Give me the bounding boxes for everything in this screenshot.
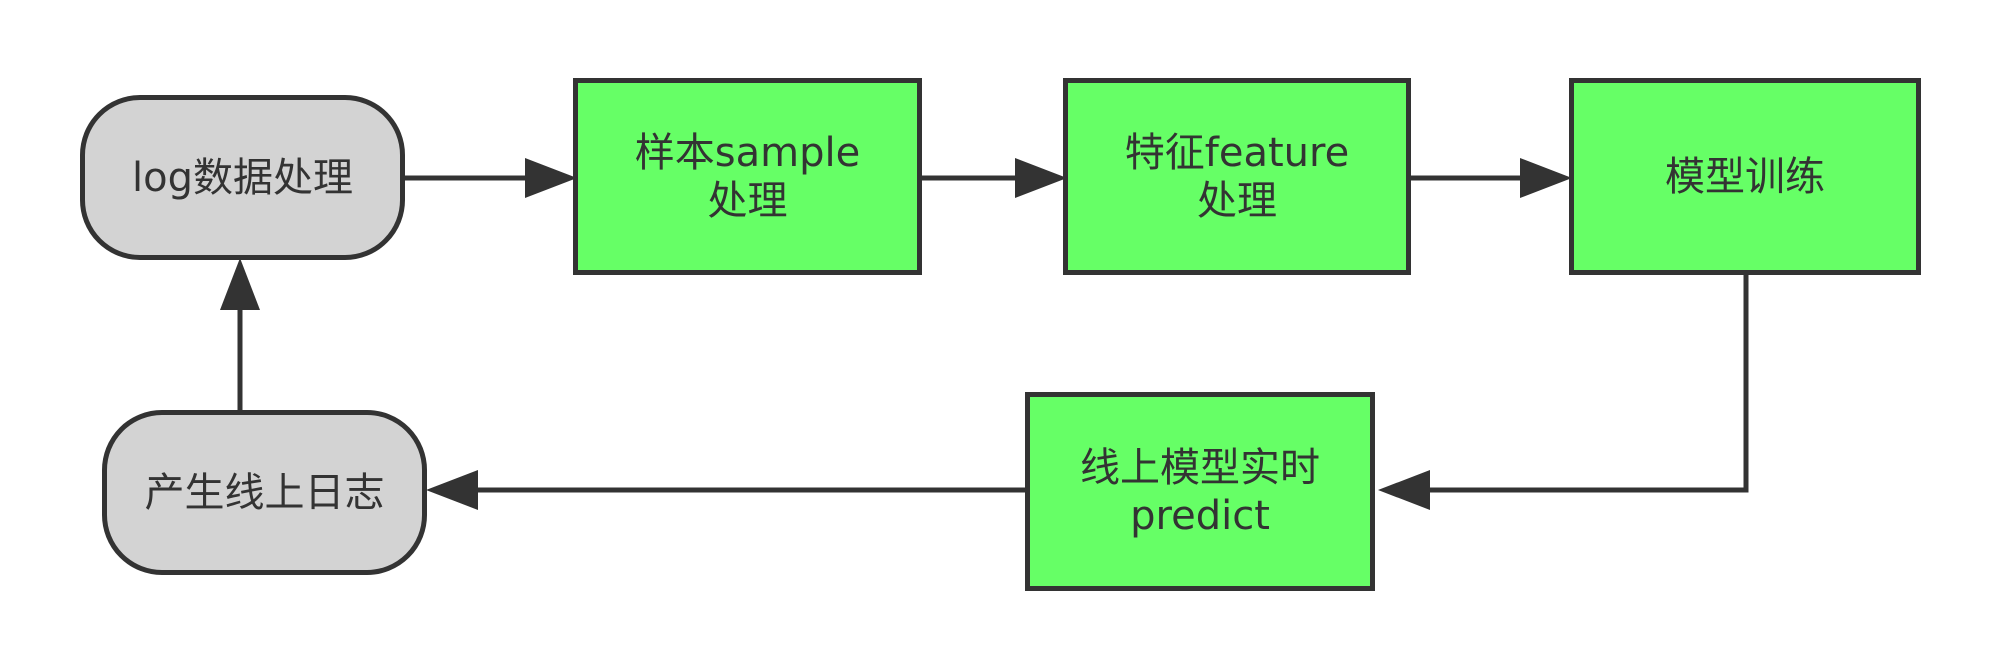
online-predict-label-line1: 线上模型实时 [1080, 444, 1320, 491]
sample-processing-label-line2: 处理 [707, 177, 788, 224]
arrow-log-to-sample [405, 158, 577, 198]
arrow-feature-to-training [1411, 158, 1572, 198]
arrow-logs-to-log-processing [220, 258, 260, 410]
online-predict-label-line2: predict [1130, 492, 1270, 539]
online-predict-node: 线上模型实时 predict [1025, 392, 1375, 591]
sample-processing-label-line1: 样本sample [634, 129, 861, 176]
model-training-node: 模型训练 [1569, 78, 1921, 275]
arrow-sample-to-feature [922, 158, 1067, 198]
feature-processing-node: 特征feature 处理 [1063, 78, 1411, 275]
online-logs-label: 产生线上日志 [144, 469, 385, 516]
model-training-label: 模型训练 [1665, 153, 1825, 200]
arrow-training-to-predict [1378, 275, 1749, 510]
sample-processing-node: 样本sample 处理 [573, 78, 922, 275]
feature-processing-label-line2: 处理 [1197, 177, 1277, 224]
arrow-predict-to-logs [426, 470, 1025, 510]
log-processing-node: log数据处理 [80, 95, 405, 260]
online-logs-node: 产生线上日志 [102, 410, 427, 575]
log-processing-label: log数据处理 [132, 154, 353, 201]
feature-processing-label-line1: 特征feature [1124, 129, 1350, 176]
